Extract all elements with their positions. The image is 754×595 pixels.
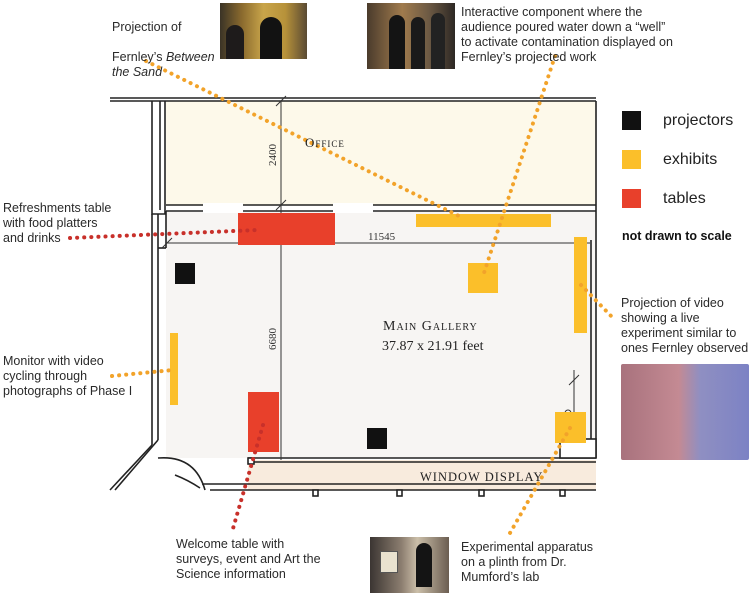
annotation-between-the-sand-line1: Projection of (112, 20, 182, 34)
leader-lines (68, 54, 615, 535)
annotation-monitor: Monitor with video cycling through photo… (3, 354, 133, 398)
window-display-label: WINDOW DISPLAY (420, 470, 543, 484)
photo-between-the-sand (220, 3, 307, 59)
walls (109, 97, 597, 497)
dim-gallery-width: 11545 (368, 231, 396, 243)
annotation-between-the-sand-title: Between the Sand (112, 50, 215, 79)
dim-office-height: 2400 (267, 144, 279, 167)
photo-apparatus (370, 537, 449, 593)
annotation-refreshments: Refreshments table with food platters an… (3, 201, 112, 245)
exhibit-between-the-sand (416, 214, 551, 227)
legend-tables: tables (622, 189, 706, 208)
legend-exhibits: exhibits (622, 150, 717, 169)
leader-monitor (110, 368, 175, 378)
office-room (166, 101, 596, 205)
photo-well-interaction (367, 3, 455, 69)
legend-projectors: projectors (622, 111, 733, 130)
annotation-welcome-table: Welcome table with surveys, event and Ar… (176, 537, 321, 581)
leader-video (579, 283, 615, 320)
dim-gallery-height: 6680 (267, 328, 279, 351)
office-door-gap-2 (333, 203, 373, 213)
projector-2 (367, 428, 387, 449)
annotation-apparatus: Experimental apparatus on a plinth from … (461, 540, 594, 584)
main-gallery-label: Main Gallery (383, 319, 478, 334)
office-label: Office (305, 135, 345, 150)
welcome-table (248, 392, 279, 452)
annotation-interactive-well: Interactive component where the audience… (461, 5, 673, 64)
annotation-video-experiment: Projection of video showing a live exper… (621, 296, 749, 355)
legend-swatch-exhibits (622, 150, 641, 169)
gallery-size-label: 37.87 x 21.91 feet (382, 339, 484, 354)
exhibit-well (468, 263, 498, 293)
leader-apparatus (508, 426, 572, 535)
legend-label-tables: tables (663, 189, 706, 207)
annotation-between-the-sand: Projection of Fernley’s Between the Sand (112, 5, 215, 80)
scale-note: not drawn to scale (622, 229, 732, 243)
exhibit-monitor (170, 333, 178, 405)
leader-well (481, 54, 557, 278)
office-door-gap (203, 203, 243, 213)
leader-welcome (230, 423, 265, 534)
legend-label-exhibits: exhibits (663, 150, 718, 168)
leader-refreshments (68, 228, 260, 240)
main-gallery-room (166, 212, 596, 458)
legend-swatch-tables (622, 189, 641, 208)
legend-swatch-projectors (622, 111, 641, 130)
legend-label-projectors: projectors (663, 111, 734, 129)
leader-between-the-sand (144, 59, 465, 220)
annotation-between-the-sand-prefix: Fernley’s (112, 50, 166, 64)
projector-1 (175, 263, 195, 284)
photo-live-experiment (621, 364, 749, 460)
refreshments-table (238, 213, 335, 245)
